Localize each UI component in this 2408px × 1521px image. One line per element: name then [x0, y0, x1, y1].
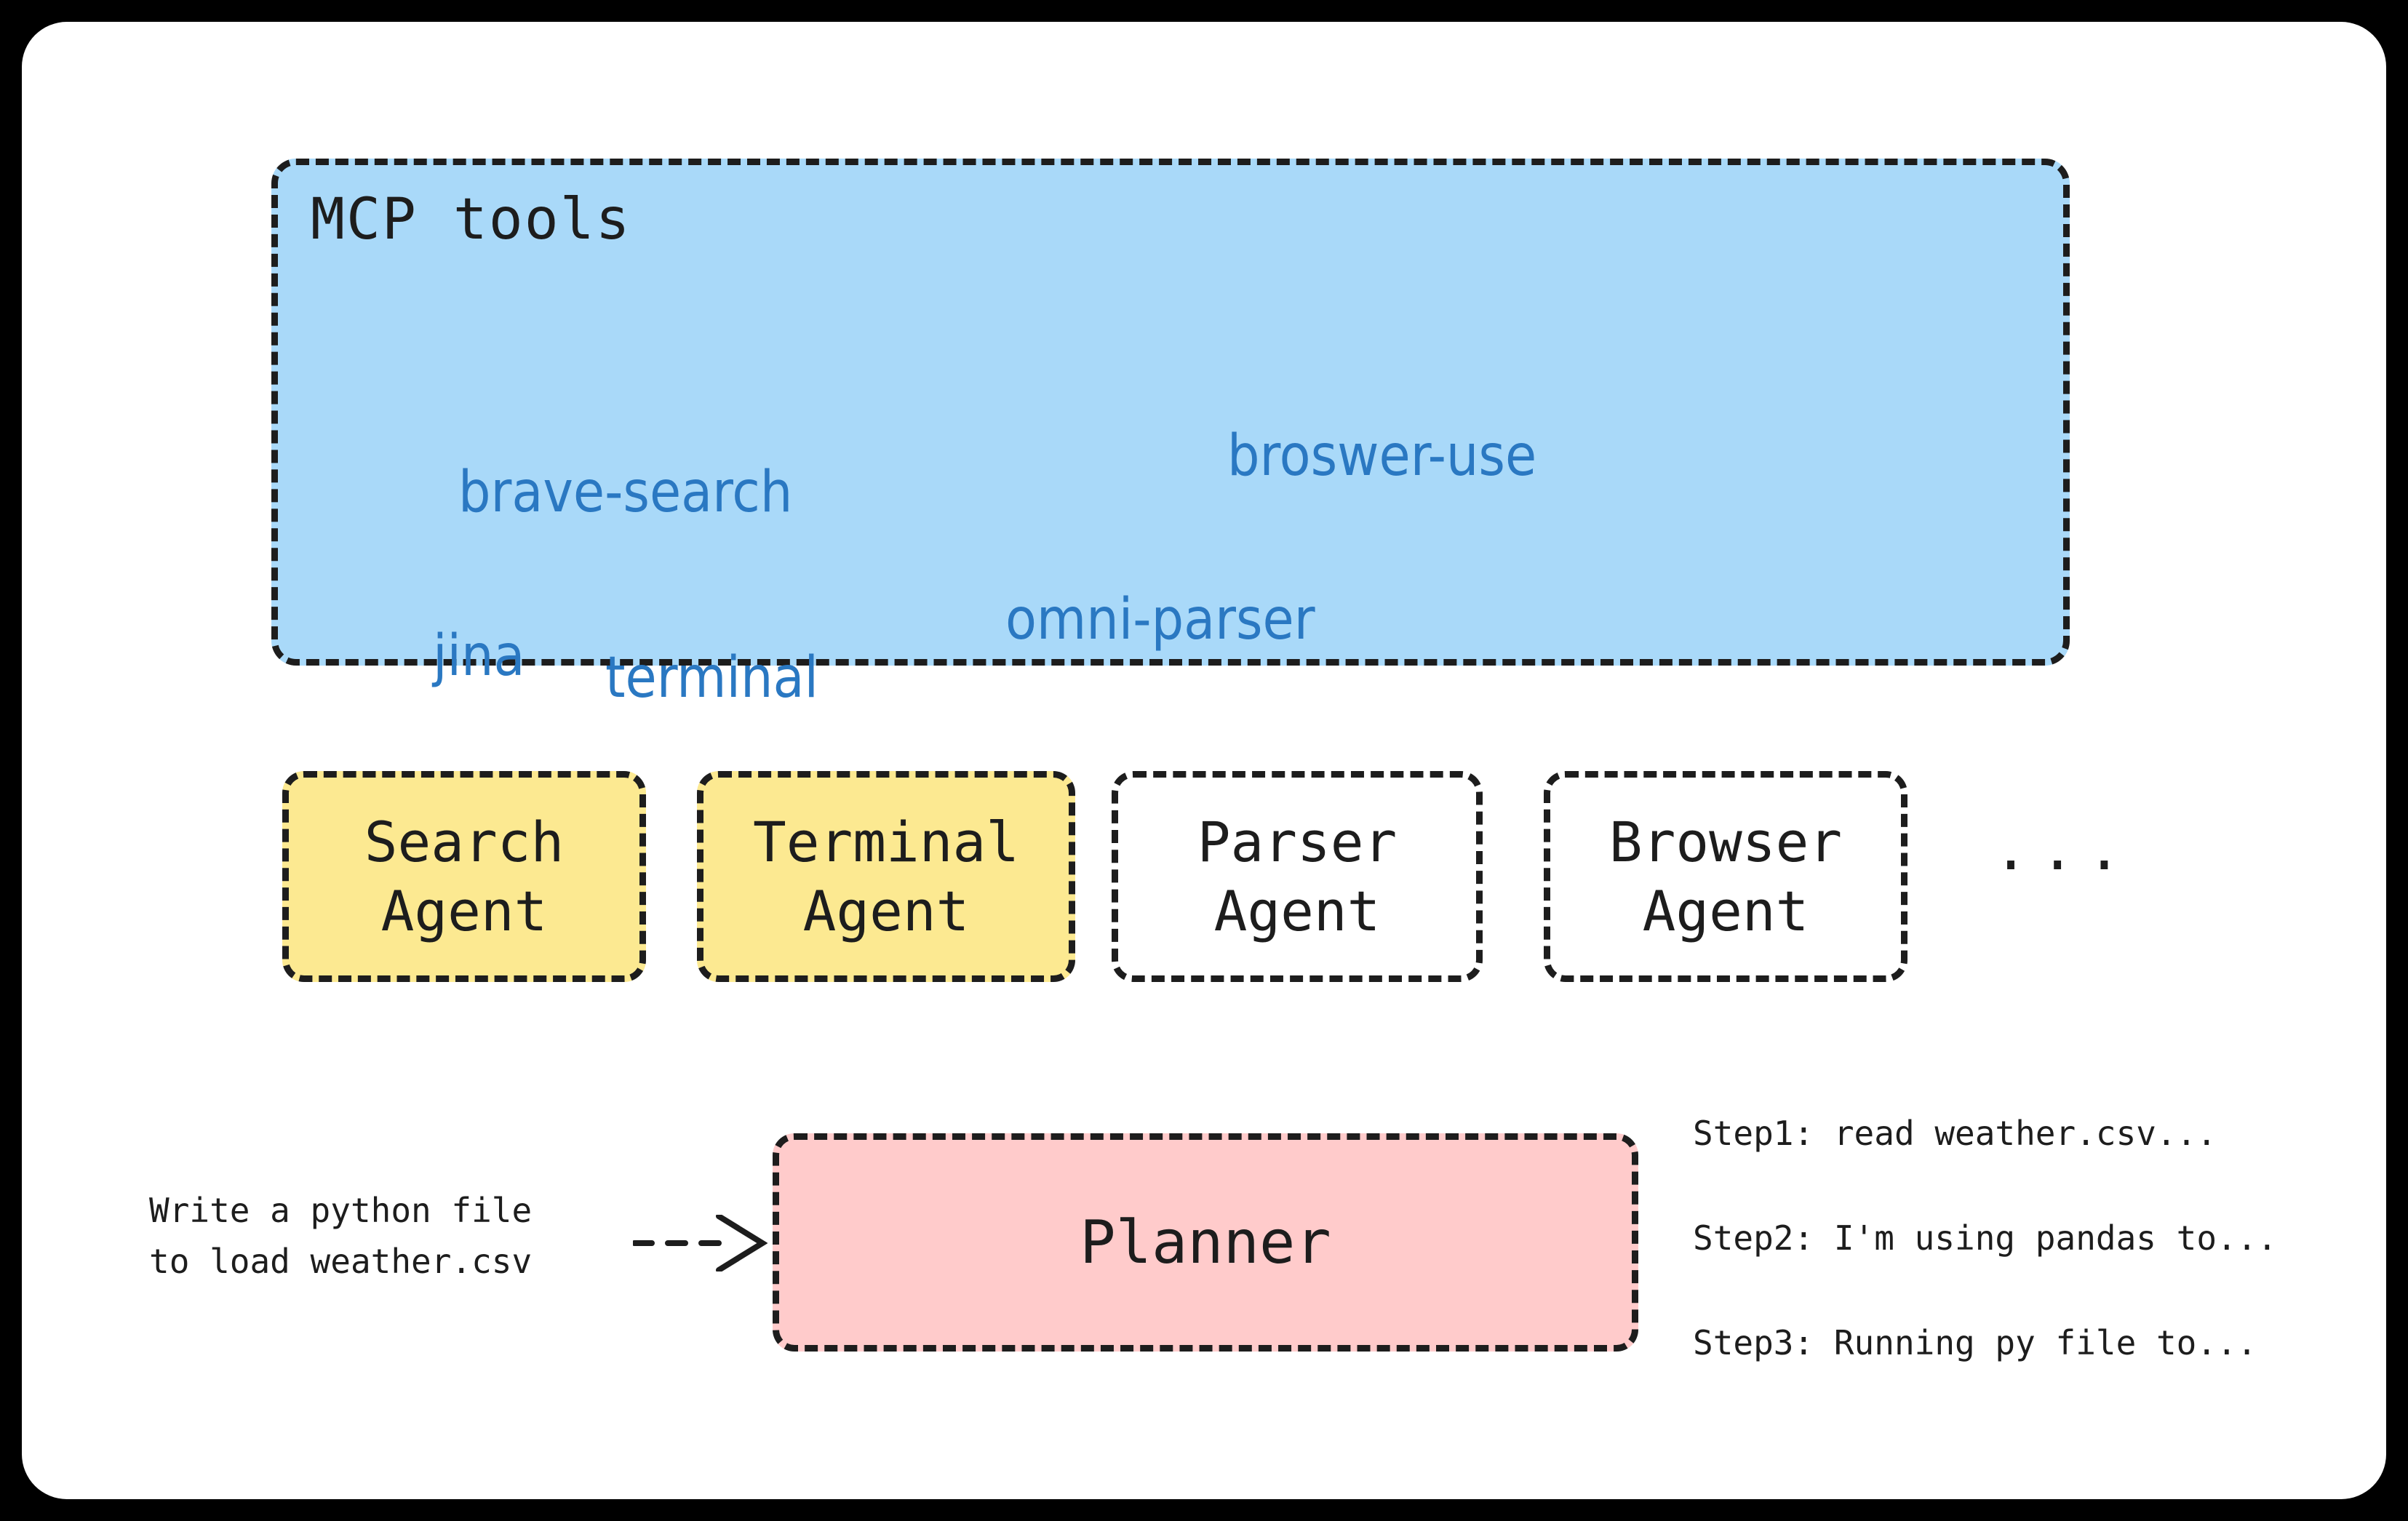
- agent-label-line2: Agent: [380, 879, 548, 943]
- planner-step-2: Step2: I'm using pandas to...: [1693, 1218, 2278, 1258]
- dashed-arrow-right-icon: [633, 1215, 768, 1272]
- tool-label-jina[interactable]: jina: [433, 623, 525, 689]
- user-prompt-line1: Write a python file: [149, 1191, 533, 1230]
- planner-step-3: Step3: Running py file to...: [1693, 1323, 2257, 1362]
- planner-box[interactable]: Planner: [773, 1133, 1638, 1352]
- mcp-tools-title: MCP tools: [311, 187, 631, 252]
- user-prompt-text: Write a python file to load weather.csv: [149, 1186, 532, 1288]
- user-prompt-line2: to load weather.csv: [149, 1241, 533, 1281]
- tool-label-brave-search[interactable]: brave-search: [458, 460, 793, 525]
- agent-box-parser-agent[interactable]: Parser Agent: [1112, 771, 1483, 982]
- agent-box-terminal-agent[interactable]: Terminal Agent: [697, 771, 1075, 982]
- agent-label-line2: Agent: [802, 879, 970, 943]
- agent-label-line1: Parser: [1197, 810, 1398, 874]
- agent-label-line1: Search: [364, 810, 565, 874]
- planner-steps-list: Step1: read weather.csv... Step2: I'm us…: [1693, 1117, 2277, 1360]
- planner-label: Planner: [1080, 1207, 1331, 1277]
- agent-box-browser-agent[interactable]: Browser Agent: [1544, 771, 1907, 982]
- diagram-page: MCP tools brave-search broswer-use omni-…: [22, 22, 2386, 1499]
- agents-ellipsis: ...: [1993, 815, 2134, 883]
- agent-label-line2: Agent: [1213, 879, 1381, 943]
- mcp-tools-panel: MCP tools brave-search broswer-use omni-…: [271, 159, 2070, 711]
- agent-label-line1: Terminal: [752, 810, 1020, 874]
- tool-label-terminal[interactable]: terminal: [605, 645, 818, 711]
- planner-step-1: Step1: read weather.csv...: [1693, 1114, 2217, 1153]
- agent-label-line1: Browser: [1608, 810, 1843, 874]
- agent-label-line2: Agent: [1642, 879, 1809, 943]
- tool-label-omni-parser[interactable]: omni-parser: [1005, 587, 1315, 652]
- tool-label-broswer-use[interactable]: broswer-use: [1227, 423, 1537, 489]
- agent-box-search-agent[interactable]: Search Agent: [282, 771, 646, 982]
